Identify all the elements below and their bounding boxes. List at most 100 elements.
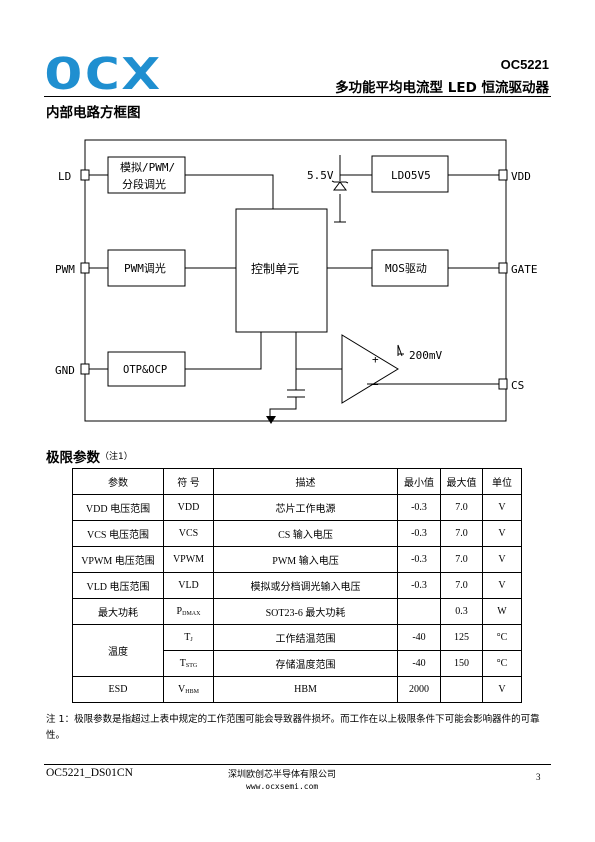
cell-unit: V: [482, 494, 522, 521]
block-diagram-title: 内部电路方框图: [46, 105, 141, 121]
document-id: OC5221_DS01CN: [46, 767, 133, 779]
cell-unit: V: [482, 520, 522, 547]
pin-ld-box: [80, 169, 90, 181]
abs-max-note-ref: （注1）: [100, 452, 133, 462]
pin-gate-label: GATE: [511, 263, 538, 276]
ldo-label: LDO5V5: [391, 169, 431, 182]
cell-description: 芯片工作电源: [213, 494, 398, 521]
analog-dim-label-line1: 模拟/PWM/: [120, 160, 175, 174]
block-diagram: LD PWM GND VDD GATE CS 模拟/PWM/ 分段调光 PWM调…: [55, 139, 538, 424]
cell-param: 最大功耗: [72, 598, 164, 625]
cell-max: 7.0: [440, 520, 483, 547]
cell-unit: W: [482, 598, 522, 625]
control-unit-label: 控制单元: [251, 262, 299, 276]
cell-max: 7.0: [440, 494, 483, 521]
cell-unit: °C: [482, 650, 522, 677]
company-website[interactable]: www.ocxsemi.com: [246, 782, 319, 791]
otp-ocp-label: OTP&OCP: [123, 364, 167, 376]
analog-dim-label-line2: 分段调光: [122, 177, 166, 191]
abs-max-table: 参数 符 号 描述 最小值 最大值 单位 VDD 电压范围 VDD 芯片工作电源…: [72, 468, 522, 703]
cell-symbol: VHBM: [163, 676, 214, 703]
cell-max: [440, 676, 483, 703]
cell-max: 150: [440, 650, 483, 677]
ocx-logo: OCX: [44, 56, 160, 92]
document-subtitle: 多功能平均电流型 LED 恒流驱动器: [335, 80, 549, 96]
cell-param: ESD: [72, 676, 164, 703]
page-number: 3: [536, 772, 541, 782]
cell-description: CS 输入电压: [213, 520, 398, 547]
header-rule: [44, 96, 551, 97]
cell-max: 7.0: [440, 572, 483, 599]
cell-min: [397, 598, 441, 625]
cell-param: VDD 电压范围: [72, 494, 164, 521]
col-header-max: 最大值: [440, 468, 483, 495]
company-name: 深圳欧创芯半导体有限公司: [228, 770, 337, 780]
table-row: VDD 电压范围 VDD 芯片工作电源 -0.3 7.0 V: [72, 494, 522, 521]
cell-description: 存储温度范围: [213, 650, 398, 677]
cell-description: PWM 输入电压: [213, 546, 398, 573]
pin-pwm-box: [80, 262, 90, 274]
cell-description: 模拟或分档调光输入电压: [213, 572, 398, 599]
cell-min: 2000: [397, 676, 441, 703]
comparator-plus-sign: +: [372, 353, 379, 366]
comparator-minus-sign: −: [372, 378, 379, 391]
cell-symbol: PDMAX: [163, 598, 214, 625]
table-row: VLD 电压范围 VLD 模拟或分档调光输入电压 -0.3 7.0 V: [72, 572, 522, 599]
pin-gnd-box: [80, 363, 90, 375]
cell-description: SOT23-6 最大功耗: [213, 598, 398, 625]
cell-description: 工作结温范围: [213, 624, 398, 651]
ground-arrow-icon: [266, 416, 276, 424]
cell-min: -0.3: [397, 546, 441, 573]
col-header-unit: 单位: [482, 468, 522, 495]
pin-gate-box: [498, 262, 508, 274]
part-number: OC5221: [500, 57, 549, 72]
pwm-dim-label: PWM调光: [124, 261, 166, 275]
table-row: ESD VHBM HBM 2000 V: [72, 676, 522, 703]
table-row: TSTG 存储温度范围 -40 150 °C: [73, 650, 522, 677]
cell-description: HBM: [213, 676, 398, 703]
abs-max-title-text: 极限参数: [46, 450, 100, 466]
logo-text: OCX: [44, 56, 160, 92]
cell-min: -0.3: [397, 494, 441, 521]
cell-min: -0.3: [397, 520, 441, 547]
pin-vdd-box: [498, 169, 508, 181]
cell-unit: V: [482, 676, 522, 703]
table-row: 最大功耗 PDMAX SOT23-6 最大功耗 0.3 W: [72, 598, 522, 625]
abs-max-title: 极限参数（注1）: [46, 446, 133, 466]
pin-cs-label: CS: [511, 379, 524, 392]
cell-param: 温度: [72, 624, 164, 677]
col-header-symbol: 符 号: [163, 468, 214, 495]
chip-outline: [84, 139, 507, 422]
cell-unit: V: [482, 572, 522, 599]
table-header-row: 参数 符 号 描述 最小值 最大值 单位: [72, 468, 522, 495]
ldo-block: [371, 155, 449, 193]
cell-unit: °C: [482, 624, 522, 651]
pin-cs-box: [498, 378, 508, 390]
comparator-triangle: [341, 334, 399, 404]
pin-gnd-label: GND: [55, 364, 75, 377]
cell-max: 7.0: [440, 546, 483, 573]
cell-symbol: VLD: [163, 572, 214, 599]
col-header-min: 最小值: [397, 468, 441, 495]
pin-vdd-label: VDD: [511, 170, 531, 183]
cell-symbol: VCS: [163, 520, 214, 547]
cell-symbol: TJ: [163, 624, 214, 651]
pin-pwm-label: PWM: [55, 263, 75, 276]
cell-symbol: VDD: [163, 494, 214, 521]
cell-symbol: VPWM: [163, 546, 214, 573]
reference-voltage-label: 200mV: [409, 349, 442, 362]
cell-min: -0.3: [397, 572, 441, 599]
cell-param: VLD 电压范围: [72, 572, 164, 599]
mos-driver-label: MOS驱动: [385, 262, 427, 275]
control-unit-block: [235, 208, 328, 333]
cell-param: VPWM 电压范围: [72, 546, 164, 573]
zener-diode-icon: [331, 180, 349, 191]
cell-unit: V: [482, 546, 522, 573]
cell-max: 125: [440, 624, 483, 651]
cell-symbol: TSTG: [163, 650, 214, 677]
cell-param: VCS 电压范围: [72, 520, 164, 547]
cell-min: -40: [397, 650, 441, 677]
pin-ld-label: LD: [58, 170, 71, 183]
col-header-param: 参数: [72, 468, 164, 495]
footer-rule: [44, 764, 551, 765]
